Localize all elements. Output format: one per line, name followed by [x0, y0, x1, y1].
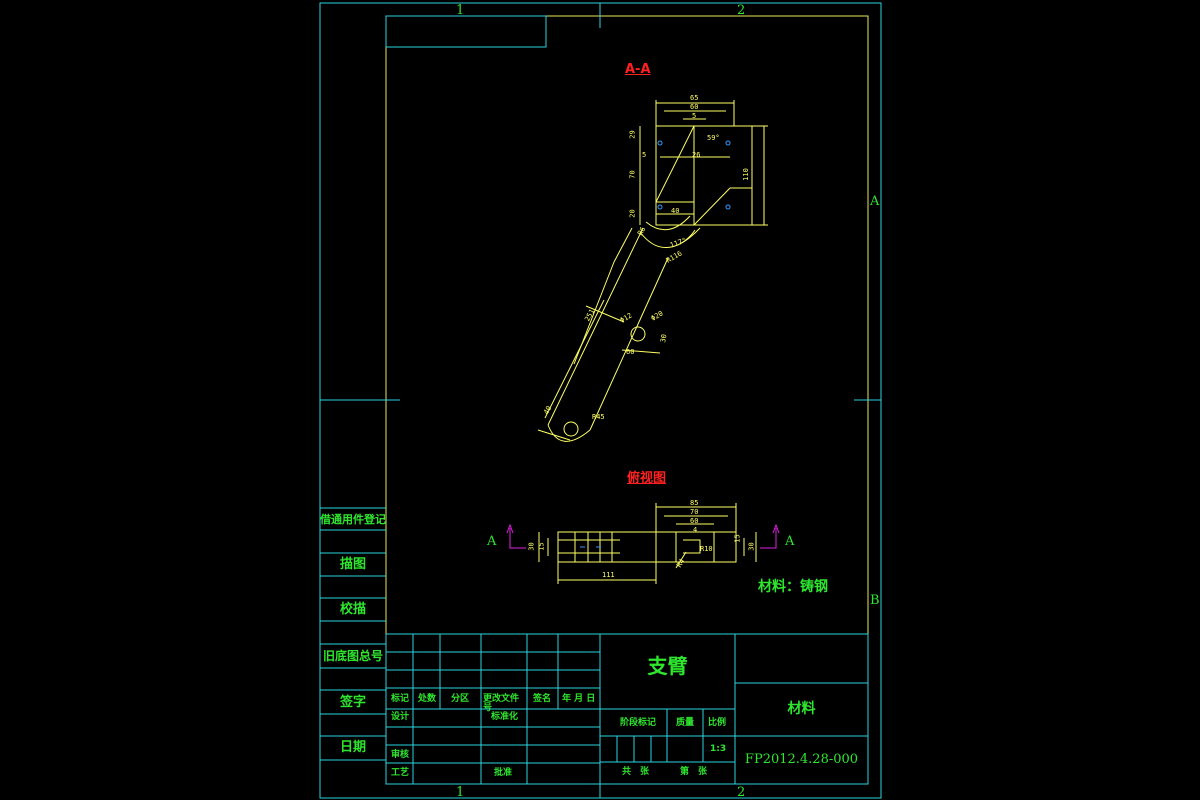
material-label: 材料 [787, 701, 816, 717]
top-left-box [385, 15, 547, 48]
plan-view-geometry [538, 503, 757, 584]
dim-30: 30 [659, 333, 669, 344]
dim-65: 65 [690, 94, 699, 102]
zone-label-top-2: 2 [737, 3, 746, 18]
side-label-date: 日期 [339, 740, 366, 755]
title-block-grid [385, 633, 869, 785]
dim-15-right: 15 [733, 534, 742, 543]
dim-60-plan: 60 [690, 517, 699, 525]
approve-label: 批准 [494, 768, 513, 778]
zone-label-bottom-2: 2 [737, 785, 746, 800]
stage-mark-label: 阶段标记 [620, 718, 657, 728]
dim-4: 4 [693, 526, 698, 534]
side-label-borrowed-parts: 借通用件登记 [320, 513, 386, 526]
dim-29: 29 [628, 130, 637, 139]
sheets-total: 共 张 [622, 767, 650, 777]
rev-header-signature: 签名 [533, 694, 552, 704]
dim-59: 59° [707, 134, 720, 142]
dim-20: 20 [628, 209, 637, 218]
dim-40: 40 [671, 207, 680, 215]
drawing-number: FP2012.4.28-000 [744, 752, 859, 767]
dim-r10: R10 [700, 545, 713, 553]
dim-5-top: 5 [692, 112, 697, 120]
zone-label-bottom-1: 1 [456, 785, 465, 800]
process-label: 工艺 [391, 768, 410, 778]
review-label: 审核 [391, 750, 410, 760]
dim-5-left: 5 [642, 151, 647, 159]
dim-r45: R45 [592, 413, 605, 421]
zone-label-right-b: B [870, 593, 880, 608]
zone-label-top-1: 1 [456, 3, 465, 18]
scale-label: 比例 [708, 718, 727, 728]
design-label: 设计 [391, 712, 410, 722]
rev-header-date: 年 月 日 [562, 694, 596, 704]
rev-header-zone: 分区 [451, 694, 470, 704]
dim-85: 85 [690, 499, 699, 507]
dim-111: 111 [602, 571, 615, 579]
section-marker-right: A [785, 534, 795, 549]
weight-label: 质量 [676, 718, 695, 728]
section-centermarks [657, 140, 731, 210]
dim-110: 110 [741, 168, 750, 181]
rev-header-mark: 标记 [391, 694, 410, 704]
side-label-tracing: 描图 [339, 557, 366, 572]
dim-26: 26 [692, 151, 701, 159]
dim-70-plan: 70 [690, 508, 699, 516]
scale-value: 1:3 [710, 744, 727, 754]
dim-70: 70 [628, 170, 637, 179]
plan-view-title: 俯视图 [627, 471, 667, 486]
section-view-geometry [537, 100, 768, 442]
zone-label-right-a: A [870, 194, 880, 209]
material-note: 材料：铸钢 [758, 579, 828, 595]
side-label-signature: 签字 [339, 695, 366, 710]
sheet-number: 第 张 [680, 767, 708, 777]
dim-30-left: 30 [527, 542, 536, 551]
section-view-title: A-A [625, 62, 651, 77]
left-side-table [320, 399, 386, 761]
rev-header-count: 处数 [418, 694, 437, 704]
rev-header-change-doc: 更改文件号 [483, 694, 520, 713]
section-cut-arrows [506, 523, 780, 549]
dim-60-top: 60 [690, 103, 699, 111]
dim-15-left: 15 [537, 542, 546, 551]
part-name: 支臂 [647, 654, 688, 678]
section-marker-left: A [487, 534, 497, 549]
side-label-check-tracing: 校描 [339, 602, 366, 617]
side-label-old-drawing-no: 旧底图总号 [322, 649, 383, 663]
standardization-label: 标准化 [491, 712, 519, 722]
dim-30-right: 30 [747, 542, 756, 551]
dim-60-mid: 60 [626, 348, 635, 356]
